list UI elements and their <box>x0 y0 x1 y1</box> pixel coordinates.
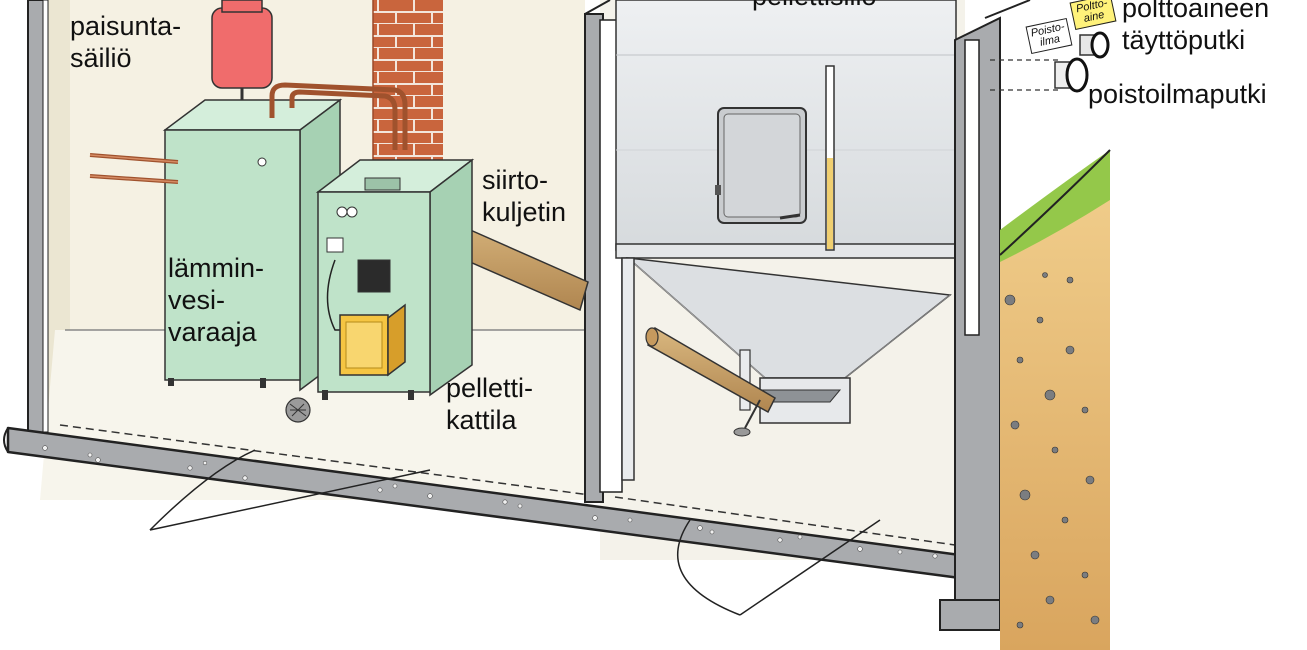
label-boiler: pelletti- kattila <box>446 372 533 436</box>
label-water-heater-line1: lämmin- <box>168 253 265 283</box>
label-expansion-tank-line1: paisunta- <box>70 11 182 41</box>
pellet-silo <box>615 0 957 481</box>
label-water-heater-line3: varaaja <box>168 317 257 347</box>
label-conveyor-line1: siirto- <box>482 165 548 195</box>
fill-and-exhaust-pipes <box>990 31 1110 93</box>
label-water-heater-line2: vesi- <box>168 285 226 315</box>
left-wall-post <box>27 0 49 436</box>
label-fuel-pipe: polttoaineen täyttöputki <box>1122 0 1269 56</box>
pellet-boiler <box>285 158 475 423</box>
label-boiler-line2: kattila <box>446 405 517 435</box>
label-fuel-pipe-line2: täyttöputki <box>1122 25 1246 55</box>
label-pellet-silo: pellettisiilo <box>752 0 877 12</box>
label-conveyor: siirto- kuljetin <box>482 164 566 228</box>
label-expansion-tank-line2: säiliö <box>70 43 132 73</box>
ground-outside <box>999 149 1111 650</box>
chimney <box>372 0 443 172</box>
label-expansion-tank: paisunta- säiliö <box>70 10 181 74</box>
label-exhaust-pipe: poistoilmaputki <box>1088 79 1267 109</box>
label-fuel-pipe-line1: polttoaineen <box>1122 0 1270 23</box>
label-water-heater: lämmin- vesi- varaaja <box>168 252 264 348</box>
right-wall <box>939 0 1031 631</box>
label-conveyor-line2: kuljetin <box>482 197 567 227</box>
label-boiler-line1: pelletti- <box>446 373 534 403</box>
expansion-tank <box>211 0 273 100</box>
